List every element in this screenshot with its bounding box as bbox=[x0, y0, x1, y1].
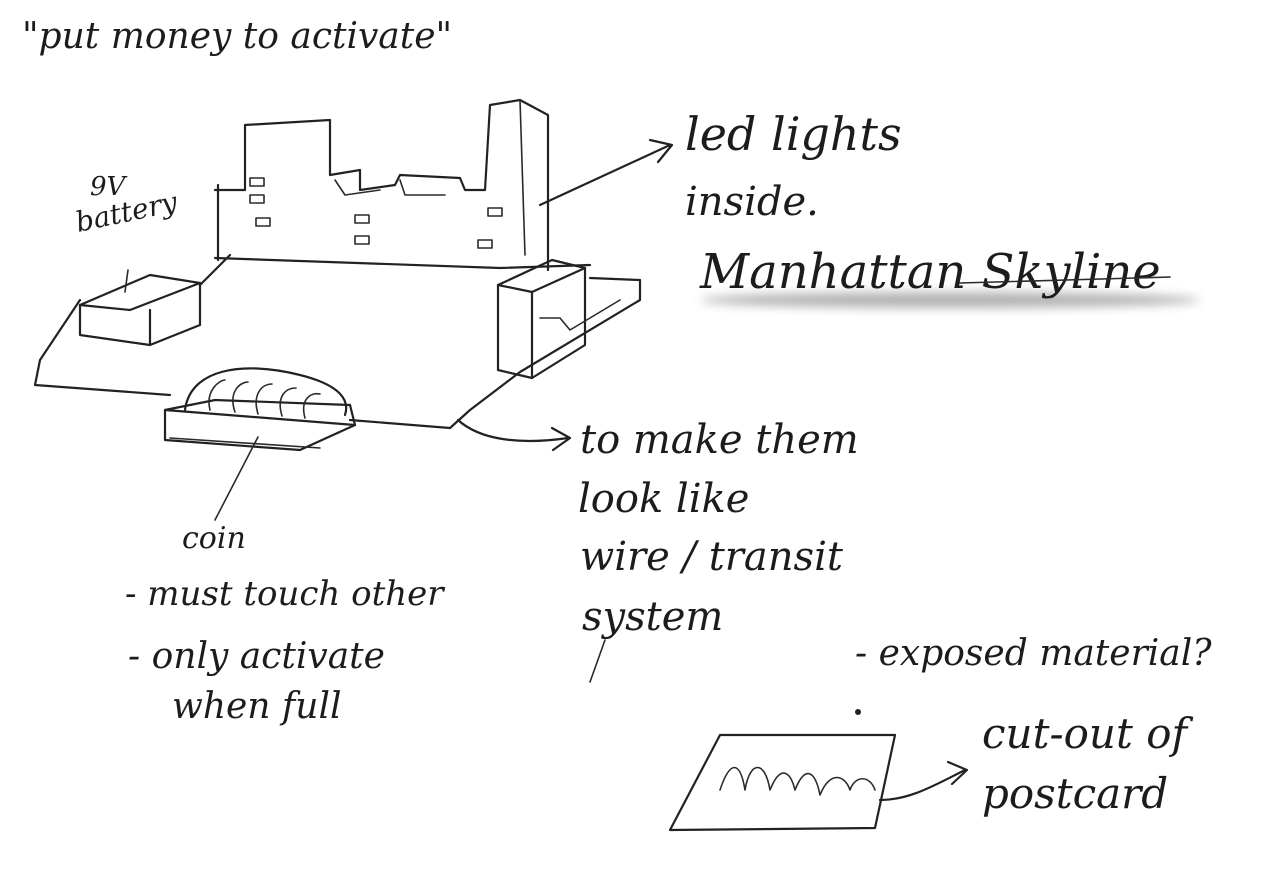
coin-note-1: - must touch other bbox=[125, 574, 445, 614]
skyline-label: Manhattan Skyline bbox=[699, 244, 1161, 300]
system-tail bbox=[590, 640, 605, 682]
coin-slot bbox=[165, 368, 355, 520]
wire-arrow bbox=[458, 420, 570, 450]
coin-note-3: when full bbox=[172, 686, 341, 727]
battery-label-line2: battery bbox=[73, 185, 182, 239]
wire-label-line1: to make them bbox=[580, 417, 859, 463]
postcard-label-line2: postcard bbox=[982, 769, 1168, 818]
skyline-model bbox=[215, 100, 590, 270]
wire-label-line2: look like bbox=[578, 476, 749, 522]
led-label-line2: inside. bbox=[685, 179, 819, 225]
wire-label-line3: wire / transit bbox=[580, 534, 844, 580]
ink-dot bbox=[855, 709, 861, 715]
postcard-arrow bbox=[880, 762, 967, 800]
battery-box bbox=[80, 270, 200, 345]
led-label-line1: led lights bbox=[685, 107, 902, 161]
led-arrow bbox=[540, 140, 672, 205]
coin-label: coin bbox=[182, 521, 246, 556]
wire-label-line4: system bbox=[582, 594, 723, 640]
postcard-sketch bbox=[670, 735, 895, 830]
postcard-label-line1: cut-out of bbox=[982, 709, 1193, 758]
exposed-label: - exposed material? bbox=[855, 633, 1212, 674]
coin-note-2: - only activate bbox=[128, 636, 385, 677]
title-text: "put money to activate" bbox=[22, 16, 452, 57]
